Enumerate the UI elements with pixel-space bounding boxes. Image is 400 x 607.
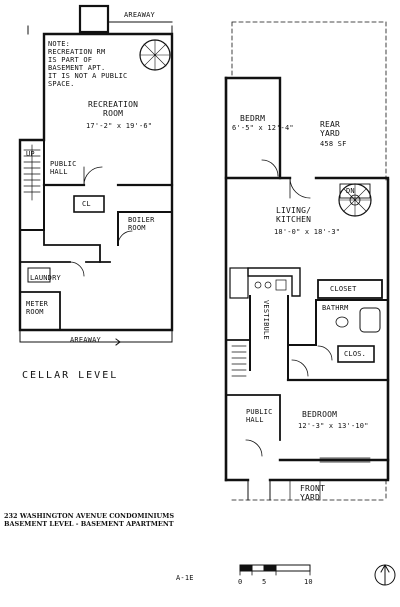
closet-label: CLOSET bbox=[330, 285, 357, 293]
living-kitchen-label: LIVING/ KITCHEN bbox=[276, 206, 312, 224]
rear-yard-label: REAR YARD bbox=[320, 120, 341, 138]
small-bedroom-label: BEDRM bbox=[240, 114, 266, 123]
cellar-walls bbox=[18, 4, 174, 346]
cellar-level-title: CELLAR LEVEL bbox=[22, 370, 119, 381]
basement-public-hall-label: PUBLIC HALL bbox=[246, 408, 273, 424]
cellar-note: NOTE: RECREATION RM IS PART OF BASEMENT … bbox=[48, 40, 128, 88]
living-kitchen-dims: 18'-0" x 18'-3" bbox=[274, 228, 341, 236]
bedroom-label: BEDROOM bbox=[302, 410, 338, 419]
bathroom-label: BATHRM bbox=[322, 304, 349, 312]
vestibule-label: VESTIBULE bbox=[262, 300, 270, 340]
cellar-areaway-bottom-label: AREAWAY bbox=[70, 336, 101, 344]
basement-walls bbox=[224, 21, 390, 501]
drawing-title: 232 WASHINGTON AVENUE CONDOMINIUMS BASEM… bbox=[4, 512, 175, 528]
boiler-room-label: BOILER ROOM bbox=[128, 216, 155, 232]
laundry-label: LAUNDRY bbox=[30, 274, 61, 282]
cellar-up-label: UP bbox=[26, 150, 35, 158]
recreation-room-dims: 17'-2" x 19'-6" bbox=[86, 122, 153, 130]
scale-tick-0: 0 bbox=[238, 578, 243, 586]
rear-yard-area: 458 SF bbox=[320, 140, 347, 148]
bedroom-dims: 12'-3" x 13'-10" bbox=[298, 422, 369, 430]
cellar-public-hall-label: PUBLIC HALL bbox=[50, 160, 77, 176]
small-bedroom-dims: 6'-5" x 12'-4" bbox=[232, 124, 294, 132]
recreation-room-label: RECREATION ROOM bbox=[88, 100, 139, 118]
scale-tick-5: 5 bbox=[262, 578, 267, 586]
north-arrow-icon bbox=[374, 564, 396, 586]
cellar-areaway-top-label: AREAWAY bbox=[124, 11, 155, 19]
front-yard-label: FRONT YARD bbox=[300, 484, 326, 502]
sheet-number: A-1E bbox=[176, 574, 194, 582]
meter-room-label: METER ROOM bbox=[26, 300, 49, 316]
scale-bar-graphic bbox=[239, 564, 311, 576]
scale-tick-10: 10 bbox=[304, 578, 313, 586]
small-closet-label: CLOS. bbox=[344, 350, 367, 358]
basement-stair-label: DN bbox=[346, 187, 355, 195]
cellar-closet-label: CL bbox=[82, 200, 91, 208]
